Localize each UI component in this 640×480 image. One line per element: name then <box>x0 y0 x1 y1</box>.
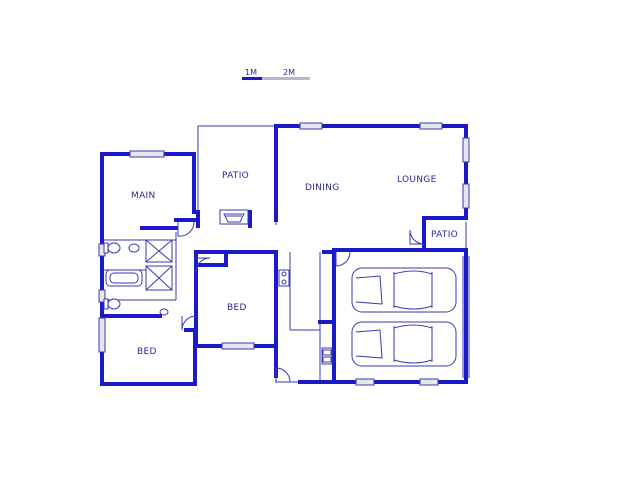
door-bed-left <box>181 315 197 331</box>
room-label-lounge: LOUNGE <box>397 175 437 185</box>
stove-icon <box>278 269 290 287</box>
room-labels: MAIN PATIO DINING LOUNGE PATIO BED BED <box>131 171 458 357</box>
window-lounge-top <box>419 122 443 130</box>
scale-bar: 1M 2M <box>242 68 310 80</box>
window-garage-bottom-2 <box>419 378 439 386</box>
basin-icon-2 <box>159 308 169 316</box>
window-bed-left <box>98 317 106 353</box>
window-main-top <box>129 150 165 158</box>
window-bed-center <box>221 342 255 350</box>
bathroom-fixtures <box>103 239 173 316</box>
room-label-bed-left: BED <box>137 347 157 357</box>
window-lounge-right-1 <box>462 137 470 163</box>
door-main <box>177 221 195 237</box>
window-garage-bottom-1 <box>355 378 375 386</box>
scale-bar-1m-segment <box>242 77 262 80</box>
window-bath-2 <box>98 289 106 303</box>
fireplace-icon <box>219 209 249 225</box>
room-label-main: MAIN <box>131 191 156 201</box>
scale-label-1m: 1M <box>245 68 257 77</box>
sink-icon <box>321 347 333 365</box>
basin-icon <box>128 243 140 253</box>
garage-door <box>462 256 470 378</box>
windows <box>98 122 470 386</box>
door-patio-right <box>409 229 425 245</box>
door-swings <box>177 221 425 383</box>
window-lounge-right-2 <box>462 183 470 209</box>
room-label-bed-center: BED <box>227 303 247 313</box>
door-bed-center <box>195 257 211 273</box>
toilet-icon-2 <box>107 298 121 310</box>
door-front <box>275 367 291 383</box>
room-label-patio-right: PATIO <box>431 230 458 240</box>
window-dining-top <box>299 122 323 130</box>
scale-label-2m: 2M <box>283 68 295 77</box>
car-icon <box>351 267 457 313</box>
kitchen-fixtures <box>278 269 333 365</box>
door-garage <box>335 251 351 267</box>
scale-bar-2m-segment <box>262 77 310 80</box>
room-label-dining: DINING <box>305 183 339 193</box>
toilet-icon <box>107 242 121 254</box>
room-label-patio-top: PATIO <box>222 171 249 181</box>
car-icon-2 <box>351 321 457 367</box>
